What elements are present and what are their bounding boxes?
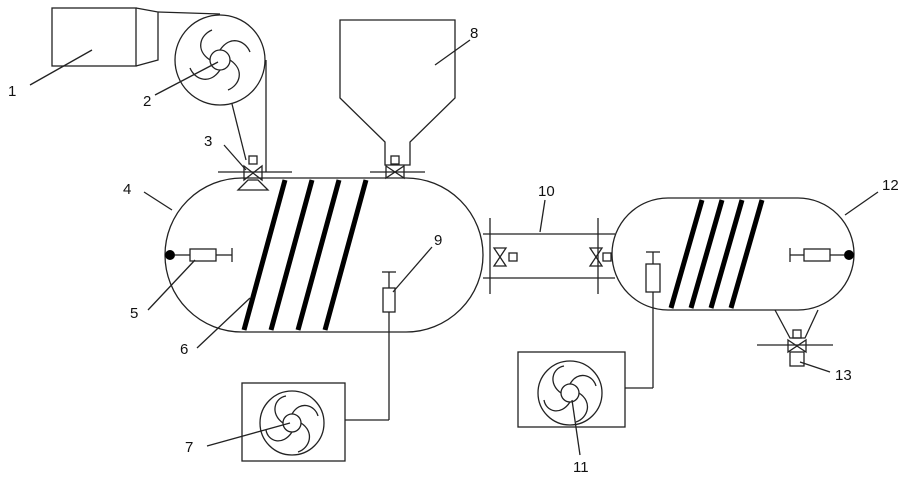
component-7-fan [241, 382, 346, 462]
label-11: 11 [573, 459, 589, 476]
label-5: 5 [130, 305, 138, 322]
label-10: 10 [538, 183, 555, 200]
component-13-outlet-valve [757, 309, 833, 367]
component-11-fan [517, 251, 661, 428]
component-9-probe [345, 271, 396, 421]
label-6: 6 [180, 341, 188, 358]
component-10-connecting-pipe [483, 218, 615, 294]
label-13: 13 [835, 367, 852, 384]
label-3: 3 [204, 133, 212, 150]
component-8-hopper [339, 19, 456, 180]
component-1-duct [51, 7, 221, 67]
component-12-right-tank [611, 197, 855, 311]
valve-3 [218, 155, 292, 191]
label-9: 9 [434, 232, 442, 249]
right-tank-sensor [789, 248, 854, 262]
component-5-sensor [165, 248, 233, 262]
leader-lines [29, 39, 879, 456]
label-7: 7 [185, 439, 193, 456]
label-8: 8 [470, 25, 478, 42]
component-4-left-tank [164, 177, 484, 333]
label-4: 4 [123, 181, 131, 198]
component-2-fan [174, 14, 266, 106]
right-tank-diagonal-packing [668, 199, 765, 309]
label-2: 2 [143, 93, 151, 110]
component-6-diagonal-packing [241, 179, 369, 331]
label-1: 1 [8, 83, 16, 100]
label-12: 12 [882, 177, 899, 194]
fan-outlet-pipe [231, 60, 267, 172]
